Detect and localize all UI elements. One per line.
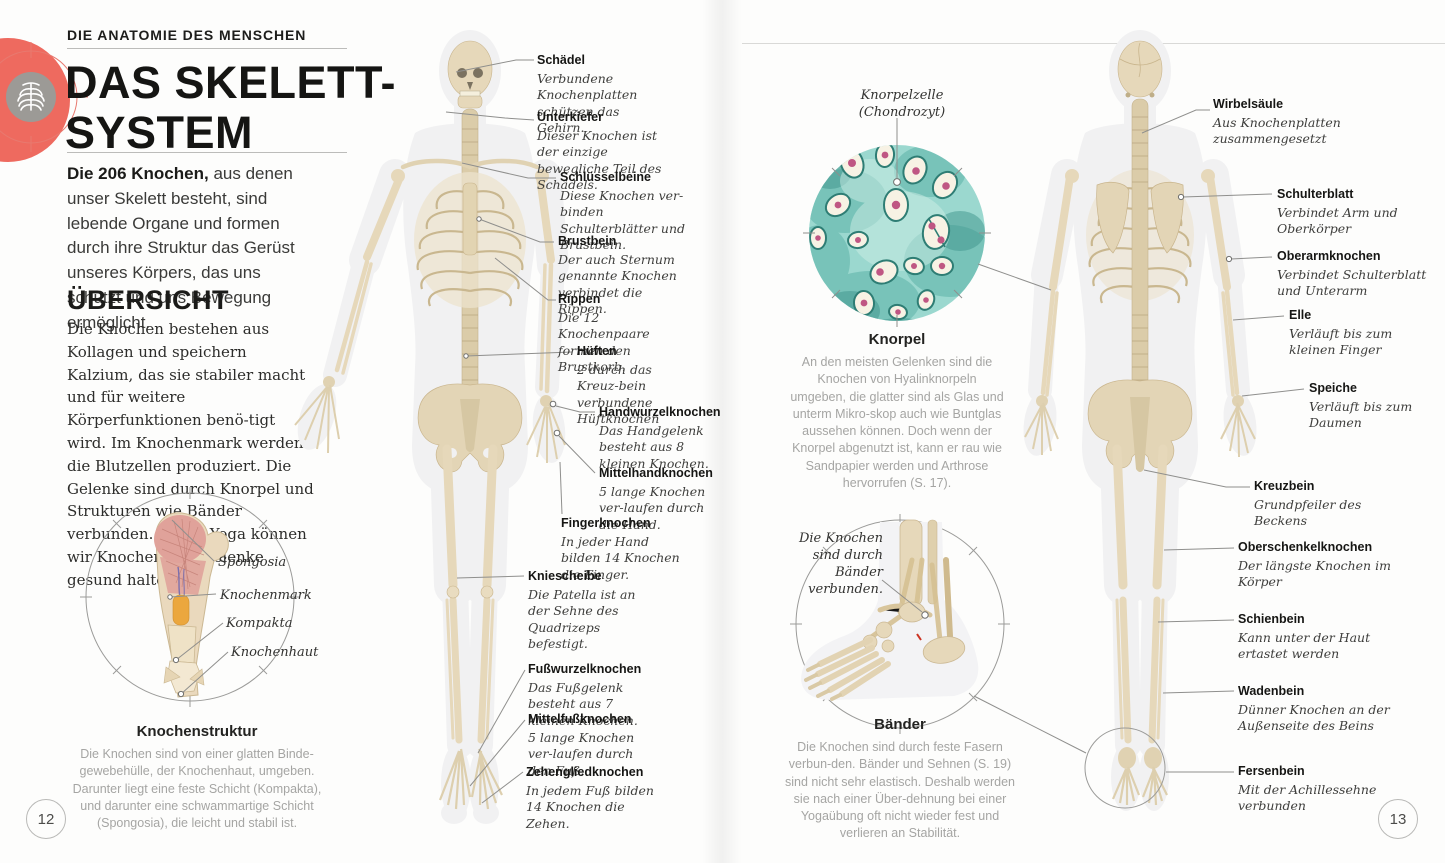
- foot-bones: [438, 748, 503, 810]
- label-fusswurzelknochen: Fußwurzelknochen Das Fußgelenk besteht a…: [528, 662, 642, 728]
- leader-markers: [167, 178, 1233, 698]
- title-rule: [67, 152, 347, 153]
- bone-structure-illustration: [80, 487, 300, 707]
- calcaneus: [922, 636, 966, 664]
- title-line-1: DAS SKELETT-: [65, 57, 397, 108]
- label-speiche: Speiche Verläuft bis zum Daumen: [1309, 381, 1413, 431]
- label-schulterblatt: Schulterblatt Verbindet Arm und Oberkörp…: [1277, 187, 1398, 237]
- bone-marrow: [172, 594, 190, 626]
- hand-bones-back: [1024, 402, 1256, 458]
- label-brustbein: Brustbein Der auch Sternum genannte Knoc…: [558, 234, 677, 317]
- label-spongosia: Spongosia: [218, 555, 287, 570]
- label-knochenhaut: Knochenhaut: [231, 645, 319, 660]
- intro-lead: Die 206 Knochen,: [67, 164, 209, 183]
- label-wadenbein: Wadenbein Dünner Knochen an der Außensei…: [1238, 684, 1390, 734]
- ligament-title: Bänder: [874, 716, 926, 733]
- label-hueften: Hüften 2 durch das Kreuz-bein verbundene…: [577, 344, 660, 427]
- label-kompakta: Kompakta: [226, 616, 293, 631]
- section-heading: ÜBERSICHT: [67, 285, 230, 315]
- sacrum: [1130, 397, 1150, 472]
- eyebrow-rule: [67, 48, 347, 49]
- arm-bones-back: [1040, 173, 1240, 397]
- chapter-logo: [0, 38, 88, 162]
- ligament-caption: Bänder Die Knochen sind durch feste Fase…: [782, 716, 1018, 843]
- page-number-right: 13: [1378, 799, 1418, 839]
- label-rippen: Rippen Die 12 Knochenpaare formen den Br…: [558, 292, 650, 375]
- top-rule-right: [742, 43, 1445, 44]
- foot-bones-back: [1111, 766, 1168, 806]
- skeleton-front-bones: [294, 40, 566, 810]
- femur-section: [154, 512, 229, 698]
- skeleton-front-illustration: [294, 30, 569, 824]
- chapter-eyebrow: DIE ANATOMIE DES MENSCHEN: [67, 27, 307, 43]
- cartilage-title: Knorpel: [868, 331, 926, 348]
- scapulae: [1096, 182, 1184, 254]
- bone-circle-frame: [80, 487, 300, 707]
- title-line-2: SYSTEM: [65, 107, 254, 159]
- label-schienbein: Schienbein Kann unter der Haut ertastet …: [1238, 612, 1371, 662]
- label-elle: Elle Verläuft bis zum kleinen Finger: [1289, 308, 1393, 358]
- label-knochenmark: Knochenmark: [220, 588, 312, 603]
- cartilage-text: An den meisten Gelenken sind die Knochen…: [790, 355, 1004, 490]
- foot-anatomy: [801, 519, 979, 701]
- label-kreuzbein: Kreuzbein Grundpfeiler des Beckens: [1254, 479, 1362, 529]
- foot-zoom-ring: [1084, 727, 1166, 809]
- skull-sutures: [1119, 42, 1161, 78]
- label-unterkiefer: Unterkiefer Dieser Knochen ist der einzi…: [537, 110, 662, 193]
- label-zehengliedknochen: Zehengliedknochen In jedem Fuß bilden 14…: [526, 765, 654, 831]
- label-schaedel: Schädel Verbundene Knochenplatten schütz…: [537, 53, 638, 136]
- ribcage-icon: [17, 82, 45, 111]
- clavicles: [400, 158, 540, 170]
- cartilage-micrograph: [803, 139, 991, 327]
- bone-structure-caption: Knochenstruktur Die Knochen sind von ein…: [72, 723, 322, 832]
- ligament-foot-illustration: [790, 514, 1010, 734]
- arm-bones: [334, 173, 555, 394]
- logo-crosshair: [0, 42, 88, 152]
- hand-bones: [294, 384, 566, 463]
- achilles-band: [943, 557, 953, 639]
- label-fersenbein: Fersenbein Mit der Achillessehne verbund…: [1238, 764, 1377, 814]
- leg-bones-back: [1112, 444, 1168, 744]
- page-number-left: 12: [26, 799, 66, 839]
- foot-circle-frame: [790, 514, 1010, 734]
- skeleton-back-bones: [1024, 40, 1256, 806]
- metatarsals: [815, 637, 891, 697]
- heel-bone: [1118, 747, 1136, 769]
- page-title: DAS SKELETT- SYSTEM: [65, 57, 397, 159]
- label-mittelfussknochen: Mittelfußknochen 5 lange Knochen ver-lau…: [528, 712, 635, 778]
- label-oberarmknochen: Oberarmknochen Verbindet Schulterblatt u…: [1277, 249, 1427, 299]
- label-kniescheibe: Kniescheibe Die Patella ist an der Sehne…: [528, 569, 636, 652]
- patella: [446, 585, 460, 599]
- intro-paragraph: Die 206 Knochen, aus denen unser Skelett…: [67, 162, 319, 336]
- intro-rest: aus denen unser Skelett besteht, sind le…: [67, 164, 295, 332]
- label-fingerknochen: Fingerknochen In jeder Hand bilden 14 Kn…: [561, 516, 680, 582]
- cartilage-caption: Knorpel An den meisten Gelenken sind die…: [790, 331, 1004, 492]
- leg-bones: [442, 444, 498, 744]
- label-wirbelsaeule: Wirbelsäule Aus Knochenplatten zusammeng…: [1213, 97, 1341, 147]
- page-gutter: [702, 0, 742, 863]
- ligament-text: Die Knochen sind durch feste Fasern verb…: [785, 740, 1015, 841]
- label-oberschenkelknochen: Oberschenkelknochen Der längste Knochen …: [1238, 540, 1391, 590]
- label-baender-pointer: Die Knochen sind durch Bänder verbunden.: [798, 531, 883, 597]
- bone-structure-title: Knochenstruktur: [136, 723, 258, 740]
- skeleton-back-illustration: [1023, 30, 1257, 811]
- label-schluesselbeine: Schlüsselbeine Diese Knochen ver-binden …: [560, 170, 686, 253]
- label-knorpelzelle: Knorpelzelle (Chondrozyt): [858, 88, 946, 120]
- label-mittelhandknochen: Mittelhandknochen 5 lange Knochen ver-la…: [599, 466, 713, 532]
- label-handwurzelknochen: Handwurzelknochen Das Handgelenk besteht…: [599, 405, 721, 471]
- bone-structure-text: Die Knochen sind von einer glatten Binde…: [72, 747, 322, 830]
